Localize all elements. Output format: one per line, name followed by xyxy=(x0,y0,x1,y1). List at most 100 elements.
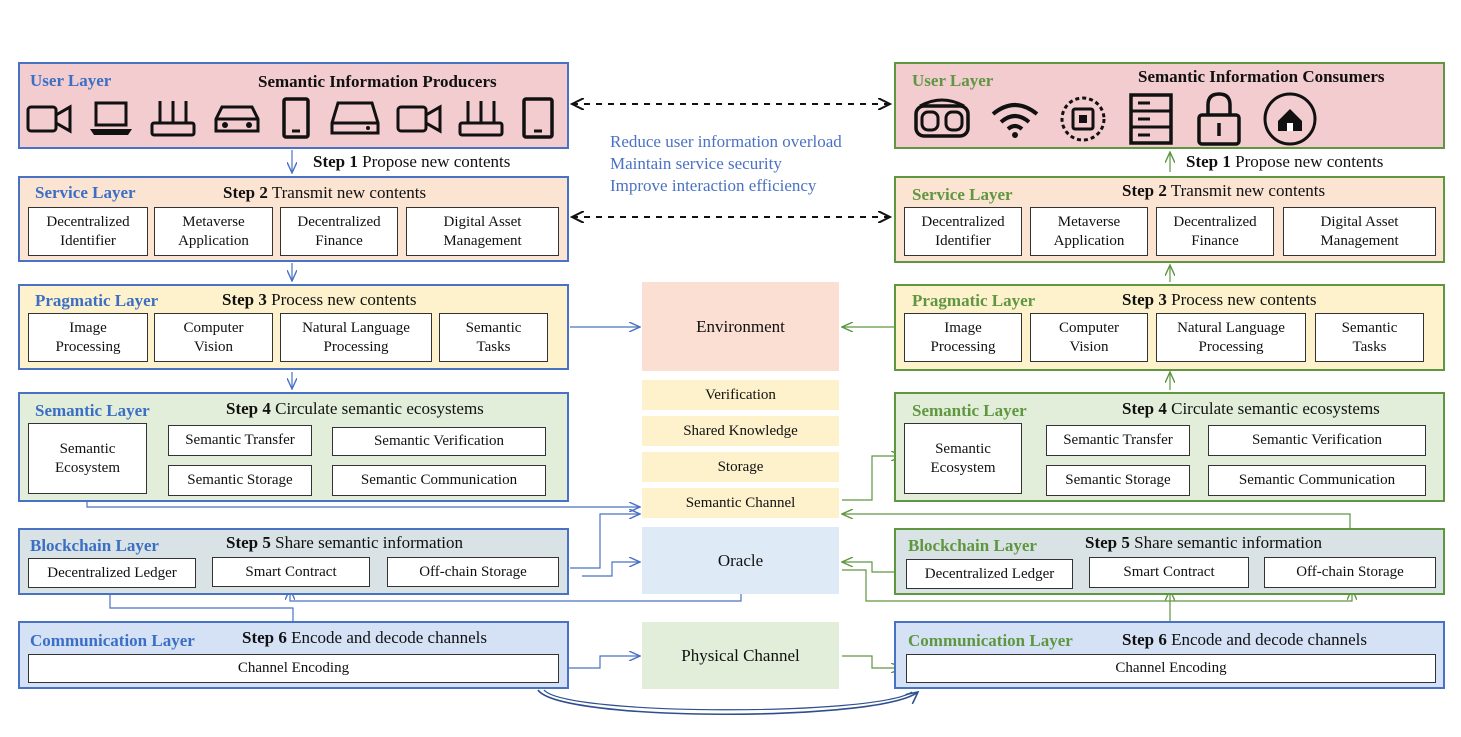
benefit-text: Reduce user information overload xyxy=(610,132,842,151)
service-box: Metaverse Application xyxy=(1030,207,1148,256)
layer-label: Semantic Layer xyxy=(35,401,150,420)
blockchain-box: Off-chain Storage xyxy=(387,557,559,587)
layer-heading: Step 4 Circulate semantic ecosystems xyxy=(1122,399,1380,418)
layer-heading: Step 4 Circulate semantic ecosystems xyxy=(226,399,484,418)
pragmatic-box: Image Processing xyxy=(28,313,148,362)
consumer-service-layer: Service Layer Step 2 Transmit new conten… xyxy=(894,176,1445,263)
router-icon xyxy=(458,101,504,137)
layer-label: Communication Layer xyxy=(30,631,195,650)
producer-icons xyxy=(26,97,556,139)
lock-icon xyxy=(1197,92,1241,146)
pragmatic-box: Image Processing xyxy=(904,313,1022,362)
router-icon xyxy=(150,101,196,137)
semantic-box: Semantic Communication xyxy=(1208,465,1426,496)
consumer-blockchain-layer: Blockchain Layer Step 5 Share semantic i… xyxy=(894,528,1445,595)
layer-heading: Step 2 Transmit new contents xyxy=(1122,181,1326,200)
pragmatic-box: Computer Vision xyxy=(154,313,273,362)
server-icon xyxy=(1129,93,1173,145)
producer-communication-layer: Communication Layer Step 6 Encode and de… xyxy=(18,621,569,689)
semantic-box: Semantic Transfer xyxy=(168,425,312,456)
tablet-icon xyxy=(522,97,554,139)
vr-headset-icon xyxy=(914,98,970,138)
layer-heading: Step 3 Process new contents xyxy=(1122,290,1317,309)
laptop-icon xyxy=(90,101,132,135)
semantic-box: Semantic Ecosystem xyxy=(904,423,1022,494)
semantic-box: Semantic Storage xyxy=(168,465,312,496)
pragmatic-box: Semantic Tasks xyxy=(439,313,548,362)
service-box: Digital Asset Management xyxy=(1283,207,1436,256)
blockchain-box: Off-chain Storage xyxy=(1264,557,1436,588)
benefit-text: Maintain service security xyxy=(610,154,782,173)
layer-label: Semantic Layer xyxy=(912,401,1027,420)
channel-encoding-box: Channel Encoding xyxy=(906,654,1436,683)
consumer-communication-layer: Communication Layer Step 6 Encode and de… xyxy=(894,621,1445,689)
layer-label: Service Layer xyxy=(912,185,1013,204)
layer-heading: Step 6 Encode and decode channels xyxy=(242,628,488,647)
layer-heading: Semantic Information Consumers xyxy=(1138,67,1385,86)
layer-heading: Step 3 Process new contents xyxy=(222,290,417,309)
blockchain-box: Smart Contract xyxy=(212,557,370,587)
pragmatic-box: Semantic Tasks xyxy=(1315,313,1424,362)
storage-box: Storage xyxy=(642,452,839,482)
producer-service-layer: Service Layer Step 2 Transmit new conten… xyxy=(18,176,569,262)
layer-label: Blockchain Layer xyxy=(30,536,159,555)
pragmatic-box: Computer Vision xyxy=(1030,313,1148,362)
car-icon xyxy=(214,105,260,133)
shared-knowledge-box: Shared Knowledge xyxy=(642,416,839,446)
semantic-box: Semantic Verification xyxy=(1208,425,1426,456)
consumer-semantic-layer: Semantic Layer Step 4 Circulate semantic… xyxy=(894,392,1445,502)
pragmatic-box: Natural Language Processing xyxy=(280,313,432,362)
consumer-step1: Step 1 Propose new contents xyxy=(1186,152,1384,171)
layer-label: Communication Layer xyxy=(908,631,1073,650)
layer-label: User Layer xyxy=(30,71,112,90)
producer-pragmatic-layer: Pragmatic Layer Step 3 Process new conte… xyxy=(18,284,569,370)
hard-drive-icon xyxy=(330,101,380,135)
physical-channel-box: Physical Channel xyxy=(642,622,839,689)
pragmatic-box: Natural Language Processing xyxy=(1156,313,1306,362)
producer-step1: Step 1 Propose new contents xyxy=(313,152,511,171)
consumer-icons xyxy=(912,91,1318,147)
verification-box: Verification xyxy=(642,380,839,410)
blockchain-box: Smart Contract xyxy=(1089,557,1249,588)
oracle-box: Oracle xyxy=(642,527,839,594)
layer-heading: Semantic Information Producers xyxy=(258,72,497,91)
service-box: Decentralized Finance xyxy=(280,207,398,256)
house-icon xyxy=(1263,92,1317,146)
chip-icon xyxy=(1060,96,1106,142)
service-box: Digital Asset Management xyxy=(406,207,559,256)
environment-box: Environment xyxy=(642,282,839,371)
layer-heading: Step 5 Share semantic information xyxy=(226,533,464,552)
producer-semantic-layer: Semantic Layer Step 4 Circulate semantic… xyxy=(18,392,569,502)
semantic-box: Semantic Verification xyxy=(332,427,546,456)
semantic-box: Semantic Ecosystem xyxy=(28,423,147,494)
layer-heading: Step 6 Encode and decode channels xyxy=(1122,630,1368,649)
benefit-text: Improve interaction efficiency xyxy=(610,176,817,195)
semantic-channel-box: Semantic Channel xyxy=(642,488,839,518)
blockchain-box: Decentralized Ledger xyxy=(28,558,196,588)
semantic-box: Semantic Transfer xyxy=(1046,425,1190,456)
layer-heading: Step 5 Share semantic information xyxy=(1085,533,1323,552)
consumer-user-layer: User Layer Semantic Information Consumer… xyxy=(894,62,1445,149)
blockchain-box: Decentralized Ledger xyxy=(906,559,1073,589)
layer-label: User Layer xyxy=(912,71,994,90)
layer-heading: Step 2 Transmit new contents xyxy=(223,183,427,202)
layer-label: Pragmatic Layer xyxy=(35,291,159,310)
layer-label: Pragmatic Layer xyxy=(912,291,1036,310)
producer-user-layer: User Layer Semantic Information Producer… xyxy=(18,62,569,149)
channel-encoding-box: Channel Encoding xyxy=(28,654,559,683)
semantic-box: Semantic Storage xyxy=(1046,465,1190,496)
service-box: Decentralized Identifier xyxy=(28,207,148,256)
consumer-pragmatic-layer: Pragmatic Layer Step 3 Process new conte… xyxy=(894,284,1445,371)
video-camera-icon xyxy=(396,104,442,134)
layer-label: Blockchain Layer xyxy=(908,536,1037,555)
phone-icon xyxy=(282,97,310,139)
service-box: Decentralized Identifier xyxy=(904,207,1022,256)
service-box: Metaverse Application xyxy=(154,207,273,256)
layer-label: Service Layer xyxy=(35,183,136,202)
service-box: Decentralized Finance xyxy=(1156,207,1274,256)
semantic-box: Semantic Communication xyxy=(332,465,546,496)
producer-blockchain-layer: Blockchain Layer Step 5 Share semantic i… xyxy=(18,528,569,595)
video-camera-icon xyxy=(26,104,72,134)
wifi-icon xyxy=(991,103,1039,138)
